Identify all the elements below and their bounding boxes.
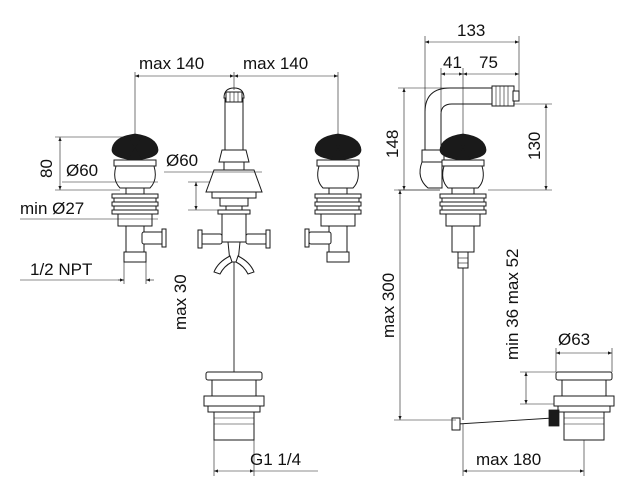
dim-drain-thread: G1 1/4	[250, 450, 301, 469]
dim-handle-diameter: Ø60	[66, 161, 98, 180]
dim-connection-thread: 1/2 NPT	[30, 260, 92, 279]
dim-hole-diameter: min Ø27	[20, 199, 84, 218]
dim-handle-height: 80	[37, 159, 56, 178]
dim-spout-diameter: Ø60	[166, 151, 198, 170]
dim-lever-reach: max 180	[476, 450, 541, 469]
dim-drain-diameter: Ø63	[558, 330, 590, 349]
dim-spout-reach-b: 75	[479, 53, 498, 72]
dim-spout-total-reach: 133	[457, 21, 485, 40]
dim-drain-adjust: min 36 max 52	[503, 249, 522, 361]
dim-spout-height: 148	[383, 130, 402, 158]
dimension-lines	[20, 36, 613, 476]
dim-spout-reach-a: 41	[443, 53, 462, 72]
center-spout-front	[197, 87, 271, 372]
dim-rod-length: max 300	[379, 273, 398, 338]
dim-spout-outlet-height: 130	[525, 132, 544, 160]
side-view-spout	[419, 85, 554, 431]
center-drain	[203, 371, 265, 441]
dim-top-left-spacing: max 140	[139, 54, 204, 73]
side-view-drain	[548, 371, 615, 441]
left-handle-valve	[111, 133, 167, 263]
dim-top-right-spacing: max 140	[243, 54, 308, 73]
right-handle-valve	[304, 133, 362, 263]
dim-popup-rod: max 30	[171, 274, 190, 330]
